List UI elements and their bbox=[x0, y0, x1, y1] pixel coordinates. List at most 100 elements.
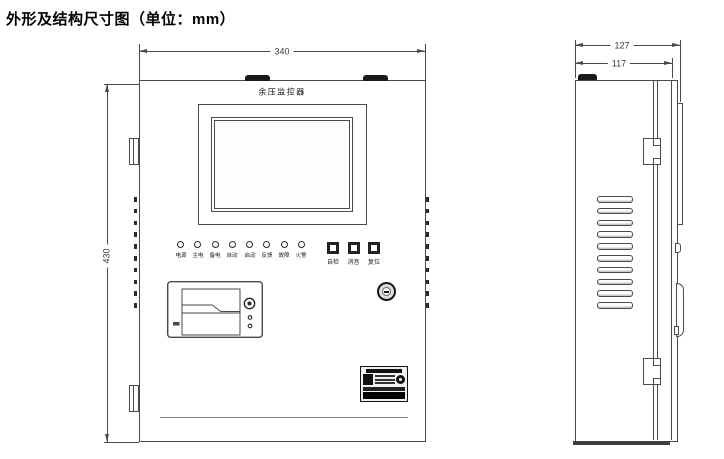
led-circle-icon bbox=[263, 241, 271, 248]
led-fire-alarm: 火警 bbox=[293, 241, 310, 259]
louver-vent-slat bbox=[597, 196, 633, 203]
vent-dash bbox=[133, 256, 137, 261]
top-tab-left bbox=[245, 74, 270, 81]
vent-dash bbox=[133, 232, 137, 237]
vent-dash bbox=[426, 208, 429, 214]
dim-arrow-right-icon bbox=[664, 60, 672, 65]
vent-dash bbox=[133, 267, 137, 273]
nameplate-text-lines bbox=[374, 375, 395, 384]
vent-dash bbox=[133, 303, 137, 308]
door-face-line bbox=[671, 81, 672, 440]
self-test-button: 自检 bbox=[327, 242, 339, 266]
hinge-notch bbox=[653, 358, 661, 366]
vent-dash bbox=[133, 220, 137, 226]
dim-depth-ext-left bbox=[574, 40, 576, 78]
lcd-bezel bbox=[214, 120, 350, 209]
dim-arrow-down-icon bbox=[104, 434, 109, 442]
dim-arrow-left-icon bbox=[575, 60, 583, 65]
door-bottom-crease bbox=[160, 417, 408, 418]
vent-dash bbox=[426, 303, 429, 308]
nameplate-logo-icon bbox=[363, 374, 373, 385]
vent-dash bbox=[133, 208, 137, 214]
led-circle-icon bbox=[280, 241, 288, 248]
side-lock-bump bbox=[675, 283, 684, 337]
louver-vent-slat bbox=[597, 255, 633, 262]
button-square-icon bbox=[368, 242, 380, 254]
dim-height-value: 430 bbox=[101, 244, 113, 268]
mute-button: 消音 bbox=[347, 242, 360, 266]
vent-dash bbox=[426, 197, 429, 202]
led-power: 电源 bbox=[172, 241, 189, 259]
button-row: 自检 消音 复位 bbox=[327, 242, 380, 266]
button-square-icon bbox=[327, 242, 339, 254]
vent-dash bbox=[133, 291, 137, 296]
device-name-text: 余压监控器 bbox=[258, 87, 306, 97]
product-nameplate bbox=[360, 366, 408, 402]
led-indicator-row: 电源 主电 备电 自动 启动 反馈 故障 火警 bbox=[172, 241, 310, 259]
led-circle-icon bbox=[297, 241, 305, 248]
hinge-notch bbox=[653, 377, 661, 385]
dim-arrow-right-icon bbox=[672, 42, 680, 47]
dim-depth-total-value: 127 bbox=[610, 40, 634, 51]
side-hinge-bottom bbox=[643, 358, 661, 385]
side-knob bbox=[675, 243, 681, 253]
vent-dash bbox=[426, 279, 429, 285]
hinge-notch bbox=[653, 138, 661, 146]
panel-lock-icon bbox=[377, 282, 396, 301]
louver-vent-slat bbox=[597, 243, 633, 250]
dim-width-ext-left bbox=[139, 44, 140, 80]
led-circle-icon bbox=[177, 241, 185, 248]
dim-arrow-up-icon bbox=[104, 84, 109, 92]
dim-width-ext-right bbox=[424, 44, 426, 80]
dim-width-value: 340 bbox=[270, 46, 294, 57]
nameplate-text-bar bbox=[366, 369, 402, 373]
vent-dash bbox=[426, 267, 429, 273]
led-circle-icon bbox=[246, 241, 254, 248]
dim-depth-body-value: 117 bbox=[607, 58, 631, 69]
nameplate-barcode-bar bbox=[363, 392, 405, 399]
page-title: 外形及结构尺寸图（单位：mm） bbox=[6, 11, 236, 28]
led-feedback: 反馈 bbox=[258, 241, 275, 259]
led-auto: 自动 bbox=[224, 241, 241, 259]
display-protrusion bbox=[677, 103, 683, 225]
door-edge-line-2 bbox=[656, 81, 658, 440]
side-lock-notch bbox=[673, 326, 679, 335]
lcd-screen bbox=[211, 117, 353, 212]
dim-arrow-left-icon bbox=[139, 48, 147, 53]
vent-dash bbox=[133, 279, 137, 285]
vent-dash bbox=[426, 291, 429, 296]
led-fault: 故障 bbox=[276, 241, 293, 259]
vent-dash bbox=[133, 197, 137, 202]
keyhole-slot bbox=[384, 290, 389, 293]
hinge-notch bbox=[653, 157, 661, 165]
vent-dash bbox=[426, 244, 429, 249]
louver-vent-slat bbox=[597, 302, 633, 309]
dim-depth-ext-right bbox=[679, 40, 681, 102]
lock-core bbox=[382, 287, 391, 296]
dim-arrow-right-icon bbox=[417, 48, 425, 53]
button-square-icon bbox=[347, 242, 360, 254]
led-circle-icon bbox=[211, 241, 219, 248]
dim-height-ext-top bbox=[104, 84, 139, 85]
led-circle-icon bbox=[194, 241, 202, 248]
vent-dash bbox=[133, 244, 137, 249]
vent-dash bbox=[426, 256, 429, 261]
top-tab-right bbox=[363, 74, 388, 81]
reset-button: 复位 bbox=[368, 242, 380, 266]
printer-module bbox=[166, 280, 263, 344]
vent-dash bbox=[426, 232, 429, 237]
dim-height-ext-bottom bbox=[104, 442, 139, 443]
louver-vent-slat bbox=[597, 207, 633, 215]
louver-vent-slat bbox=[597, 219, 633, 227]
louver-vent-slat bbox=[597, 278, 633, 286]
led-start: 启动 bbox=[241, 241, 258, 259]
louver-vent-slat bbox=[597, 231, 633, 238]
side-hinge-top bbox=[643, 138, 661, 165]
side-top-tab bbox=[578, 74, 597, 80]
nameplate-mark-icon bbox=[396, 375, 405, 384]
dim-depth-body-ext bbox=[671, 58, 673, 78]
louver-vent-slat bbox=[597, 266, 633, 274]
door-edge-line-1 bbox=[652, 81, 654, 440]
dim-arrow-left-icon bbox=[575, 42, 583, 47]
